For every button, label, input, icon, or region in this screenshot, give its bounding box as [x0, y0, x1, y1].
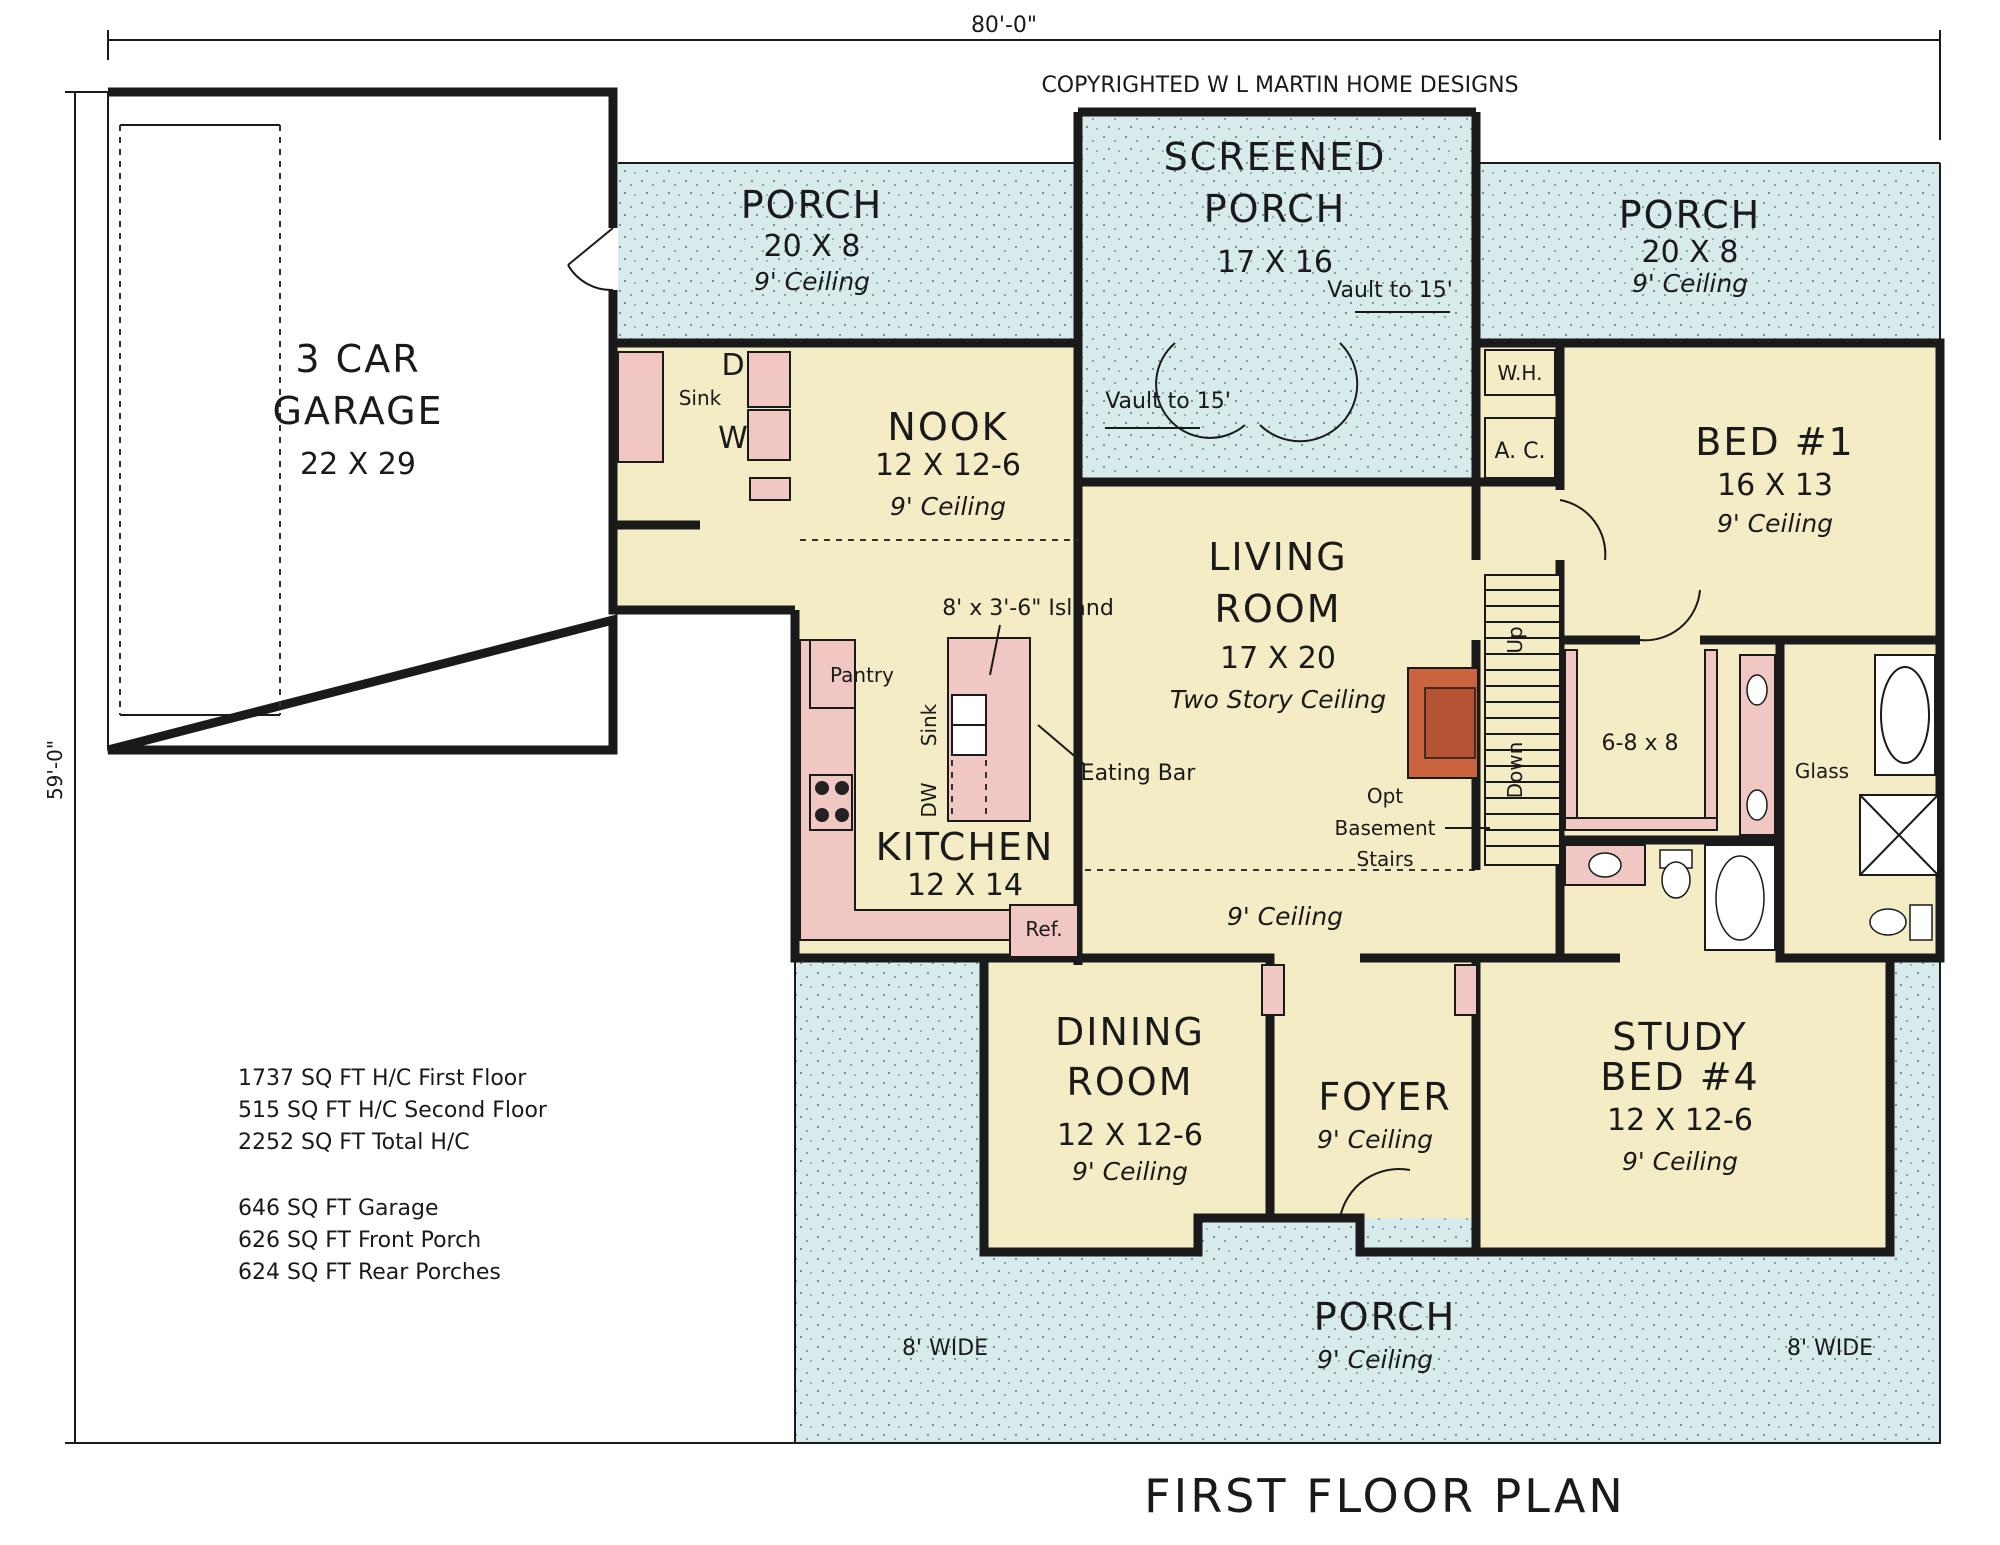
bed1-ceiling: 9' Ceiling	[1717, 509, 1833, 538]
basement-label-3: Stairs	[1357, 847, 1414, 871]
washer-label: W	[718, 421, 748, 456]
dining-name2: ROOM	[1066, 1060, 1193, 1104]
study-name1: STUDY	[1612, 1015, 1748, 1059]
garage-walls	[106, 87, 618, 755]
living-size: 17 X 20	[1220, 641, 1336, 676]
bed1-name: BED #1	[1695, 420, 1854, 464]
stat-line: 1737 SQ FT H/C First Floor	[238, 1066, 527, 1091]
dining-ceiling: 9' Ceiling	[1072, 1157, 1188, 1186]
porch-left-area	[618, 163, 1078, 343]
nook-name: NOOK	[887, 405, 1008, 449]
porch-left-name: PORCH	[741, 183, 883, 227]
screened-porch-area	[1078, 112, 1476, 482]
stat-line: 2252 SQ FT Total H/C	[238, 1130, 470, 1155]
stat-line: 646 SQ FT Garage	[238, 1196, 439, 1221]
kitchen-name: KITCHEN	[876, 825, 1055, 869]
porch-right-area	[1476, 163, 1940, 343]
bed1-size: 16 X 13	[1717, 468, 1833, 503]
glass-label: Glass	[1795, 759, 1849, 783]
pantry-label: Pantry	[830, 663, 894, 687]
closet-size: 6-8 x 8	[1602, 731, 1679, 756]
dishwasher-label: DW	[917, 782, 941, 817]
plan-title: FIRST FLOOR PLAN	[1144, 1469, 1626, 1523]
porch-left-ceiling: 9' Ceiling	[754, 267, 870, 296]
dining-size: 12 X 12-6	[1057, 1118, 1203, 1153]
kitchen-size: 12 X 14	[907, 868, 1023, 903]
vault-left: Vault to 15'	[1105, 389, 1231, 414]
study-name2: BED #4	[1600, 1055, 1759, 1099]
stat-line: 626 SQ FT Front Porch	[238, 1228, 481, 1253]
interior-area	[613, 343, 1940, 1252]
front-porch-ceiling: 9' Ceiling	[1317, 1345, 1433, 1374]
foyer-ceiling: 9' Ceiling	[1317, 1125, 1433, 1154]
square-footage-stats: 1737 SQ FT H/C First Floor 515 SQ FT H/C…	[238, 1066, 548, 1285]
stairs	[1484, 574, 1561, 866]
dryer-label: D	[721, 348, 744, 383]
basement-label-1: Opt	[1367, 784, 1403, 808]
depth-dimension: 59'-0"	[43, 740, 67, 800]
copyright: COPYRIGHTED W L MARTIN HOME DESIGNS	[1041, 73, 1518, 98]
screened-porch-name2: PORCH	[1204, 187, 1346, 231]
screened-porch-name1: SCREENED	[1164, 135, 1387, 179]
porch-left-size: 20 X 8	[764, 229, 861, 264]
study-size: 12 X 12-6	[1607, 1103, 1753, 1138]
nook-ceiling: 9' Ceiling	[890, 492, 1006, 521]
living-name2: ROOM	[1214, 587, 1341, 631]
stairs-down-label: Down	[1503, 742, 1527, 799]
dining-name1: DINING	[1055, 1010, 1205, 1054]
garage-name1: 3 CAR	[295, 337, 420, 381]
ref-label: Ref.	[1025, 917, 1062, 941]
nook-size: 12 X 12-6	[875, 448, 1021, 483]
study-ceiling: 9' Ceiling	[1622, 1147, 1738, 1176]
stat-line: 624 SQ FT Rear Porches	[238, 1260, 501, 1285]
eating-bar-label: Eating Bar	[1081, 761, 1197, 786]
island-sink-label: Sink	[917, 703, 941, 746]
vault-right: Vault to 15'	[1327, 278, 1453, 303]
stat-line: 515 SQ FT H/C Second Floor	[238, 1098, 548, 1123]
front-porch-name: PORCH	[1314, 1295, 1456, 1339]
island-label: 8' x 3'-6" Island	[942, 596, 1114, 621]
ac-label: A. C.	[1494, 439, 1545, 464]
stairs-up-label: Up	[1503, 626, 1527, 653]
porch-right-ceiling: 9' Ceiling	[1632, 269, 1748, 298]
hall-ceiling: 9' Ceiling	[1227, 902, 1343, 931]
laundry-sink-label: Sink	[679, 386, 722, 410]
foyer-name: FOYER	[1318, 1075, 1451, 1119]
living-ceiling: Two Story Ceiling	[1170, 685, 1386, 714]
porch-right-size: 20 X 8	[1642, 235, 1739, 270]
front-porch-wide-right: 8' WIDE	[1787, 1336, 1873, 1361]
screened-porch-size: 17 X 16	[1217, 245, 1333, 280]
porch-right-name: PORCH	[1619, 193, 1761, 237]
width-dimension: 80'-0"	[971, 13, 1037, 38]
front-porch-wide-left: 8' WIDE	[902, 1336, 988, 1361]
basement-label-2: Basement	[1334, 816, 1435, 840]
garage-name2: GARAGE	[272, 389, 443, 433]
water-heater-label: W.H.	[1498, 361, 1543, 385]
living-name1: LIVING	[1208, 535, 1347, 579]
garage-size: 22 X 29	[300, 447, 416, 482]
